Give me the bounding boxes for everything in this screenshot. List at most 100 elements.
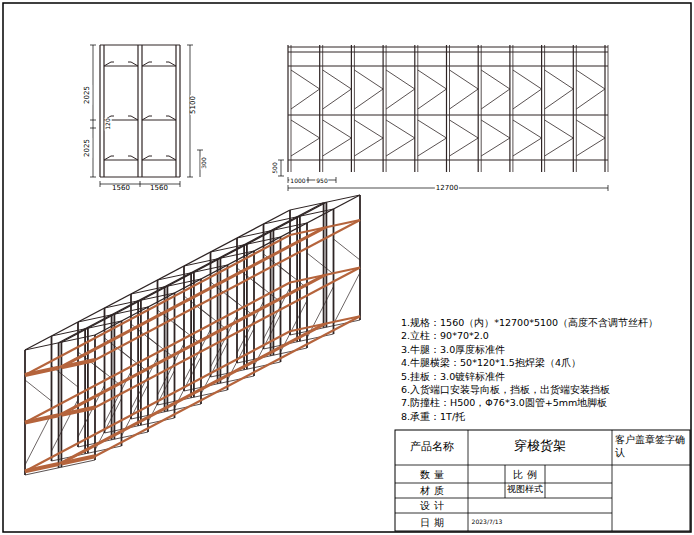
bracing (354, 120, 383, 138)
upright (103, 45, 104, 177)
bracing (545, 120, 574, 138)
bracing (354, 138, 383, 156)
bracing (418, 70, 447, 89)
dimension-tick (288, 185, 289, 191)
bracing (545, 89, 574, 109)
upright (77, 322, 79, 447)
arm-hook (142, 62, 149, 66)
arm-hook (131, 62, 138, 66)
table-cell: 视图样式 (506, 485, 544, 495)
upright (179, 45, 180, 177)
bracing (25, 380, 52, 401)
bracing (323, 138, 352, 156)
bracing (513, 138, 542, 156)
dimension-text: 1560 (111, 185, 131, 193)
arm (142, 160, 176, 161)
upright (130, 294, 132, 419)
bracing (481, 138, 510, 156)
bracing (576, 89, 605, 109)
arm-hook (149, 156, 152, 157)
arm-hook (111, 116, 114, 117)
table-line (545, 465, 546, 498)
spec-note: 7.防撞柱：H500，Φ76*3.0圆管+5mm地脚板 (400, 398, 608, 408)
bracing (513, 89, 542, 109)
bracing (386, 138, 415, 156)
dimension-tick (187, 45, 193, 46)
arm-hook (104, 156, 111, 160)
beam (288, 160, 608, 161)
guide-plate (25, 415, 59, 422)
sheet-border (3, 3, 691, 532)
upright (157, 280, 159, 405)
rail-beam (25, 283, 290, 423)
upright (263, 224, 265, 349)
arm-hook (111, 62, 114, 63)
upright (137, 45, 138, 177)
dimension-tick (140, 181, 141, 187)
bracing (334, 239, 361, 260)
upright (608, 45, 609, 172)
upright (51, 336, 53, 461)
arm-hook (169, 116, 176, 120)
table-line (395, 513, 612, 514)
bracing (307, 253, 334, 274)
upright (351, 45, 352, 172)
rail-beam (95, 268, 360, 408)
bracing (291, 138, 320, 156)
beam (288, 52, 608, 53)
dimension-text: 5100 (190, 95, 198, 115)
upright (319, 45, 320, 172)
upright (541, 45, 542, 172)
upright (323, 203, 325, 328)
guide-plate (61, 360, 95, 367)
spec-note: 4.牛腿横梁：50*120*1.5抱焊梁（4爪） (400, 358, 582, 368)
upright (333, 209, 335, 334)
dimension-tick (180, 181, 181, 187)
arm (142, 120, 176, 121)
dimension-tick (90, 177, 96, 178)
upright (299, 216, 301, 341)
bracing (354, 89, 383, 109)
dimension-tick (308, 177, 309, 183)
table-line (395, 498, 612, 499)
upright (24, 350, 26, 475)
floor-line (100, 177, 180, 178)
bracing (513, 70, 542, 89)
upright (175, 45, 176, 177)
bracing (418, 138, 447, 156)
isometric-view (25, 195, 360, 475)
dimension-text: 950 (315, 178, 328, 185)
table-cell: 数 量 (419, 469, 444, 480)
upright (141, 45, 142, 177)
arm-hook (142, 116, 149, 120)
table-line (468, 430, 469, 531)
bracing (513, 120, 542, 138)
bracing (323, 70, 352, 89)
upright (210, 252, 212, 377)
arm-hook (131, 116, 138, 120)
spec-note: 5.挂板：3.0镀锌标准件 (400, 371, 506, 381)
bracing (450, 138, 479, 156)
arm (142, 66, 176, 67)
bracing (323, 89, 352, 109)
title-block-frame (395, 430, 690, 531)
dimension-text: 120 (105, 117, 112, 130)
bracing (354, 70, 383, 89)
bracing (545, 138, 574, 156)
stop-plate (290, 316, 360, 331)
table-line (612, 430, 613, 531)
dimension-text: 300 (201, 156, 208, 169)
guide-plate (25, 464, 59, 471)
dimension-tick (608, 185, 609, 191)
dimension-text: 2025 (84, 85, 92, 105)
arm-hook (169, 62, 176, 66)
top-tie (100, 45, 180, 46)
bracing (576, 70, 605, 89)
table-cell: 比 例 (512, 469, 537, 480)
arm-hook (149, 116, 152, 117)
arm-hook (128, 116, 131, 117)
bracing (481, 89, 510, 109)
rail-beam (61, 227, 326, 367)
bracing (576, 138, 605, 156)
bracing (576, 120, 605, 138)
